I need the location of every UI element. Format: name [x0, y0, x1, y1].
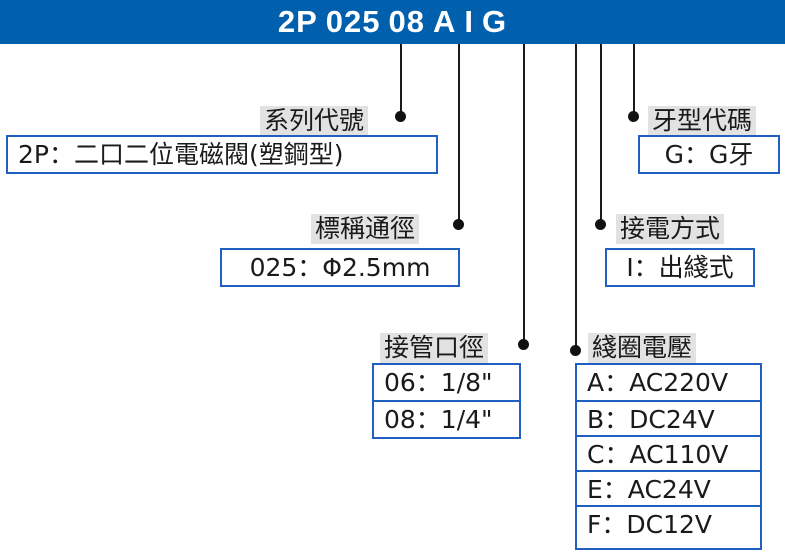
value-row-coil-voltage-3: E：AC24V — [577, 470, 760, 505]
value-box-wiring-method: I：出綫式 — [605, 248, 755, 287]
code-segment-thread: G — [482, 4, 508, 39]
value-row-coil-voltage-2: C：AC110V — [577, 435, 760, 470]
group-title-series-code: 系列代號 — [260, 106, 369, 136]
value-row-port-size-1: 08：1/4" — [374, 400, 519, 435]
value-row-coil-voltage-0: A：AC220V — [587, 368, 729, 397]
group-title-nominal-diameter: 標稱通徑 — [311, 214, 420, 244]
group-title-wiring-method: 接電方式 — [616, 214, 725, 244]
leader-line-diameter — [458, 44, 460, 224]
leader-line-wiring — [600, 44, 602, 224]
leader-dot-thread — [628, 111, 639, 122]
value-box-thread-type: G：G牙 — [638, 135, 780, 174]
value-box-series-code: 2P：二口二位電磁閥(塑鋼型) — [6, 135, 438, 174]
value-row-nominal-diameter-0: 025：Φ2.5mm — [249, 253, 431, 282]
leader-line-thread — [633, 44, 635, 116]
leader-dot-wiring — [595, 219, 606, 230]
code-segment-diameter: 025 — [325, 4, 381, 39]
code-segment-wiring: I — [464, 4, 475, 39]
leader-dot-series — [395, 111, 406, 122]
code-segment-series: 2P — [277, 4, 318, 39]
header-bar — [0, 0, 785, 44]
value-row-coil-voltage-1: B：DC24V — [577, 400, 760, 435]
code-segment-voltage: A — [433, 4, 457, 39]
leader-line-voltage — [575, 44, 577, 350]
value-row-port-size-0: 06：1/8" — [384, 368, 493, 397]
leader-line-series — [400, 44, 402, 116]
leader-dot-port — [518, 339, 529, 350]
value-row-coil-voltage-4: F：DC12V — [577, 505, 760, 540]
leader-dot-diameter — [453, 219, 464, 230]
value-row-thread-type-0: G：G牙 — [664, 140, 754, 169]
value-box-coil-voltage: A：AC220V B：DC24V C：AC110V E：AC24V F：DC12… — [575, 363, 762, 550]
value-box-nominal-diameter: 025：Φ2.5mm — [220, 248, 460, 287]
group-title-thread-type: 牙型代碼 — [648, 106, 757, 136]
value-box-port-size: 06：1/8" 08：1/4" — [372, 363, 521, 439]
value-row-wiring-method-0: I：出綫式 — [626, 253, 734, 282]
group-title-port-size: 接管口徑 — [380, 333, 489, 363]
leader-line-port — [523, 44, 525, 344]
value-row-series-code-0: 2P：二口二位電磁閥(塑鋼型) — [18, 140, 344, 169]
group-title-coil-voltage: 綫圈電壓 — [588, 333, 697, 363]
leader-dot-voltage — [570, 345, 581, 356]
code-segment-port: 08 — [388, 4, 425, 39]
